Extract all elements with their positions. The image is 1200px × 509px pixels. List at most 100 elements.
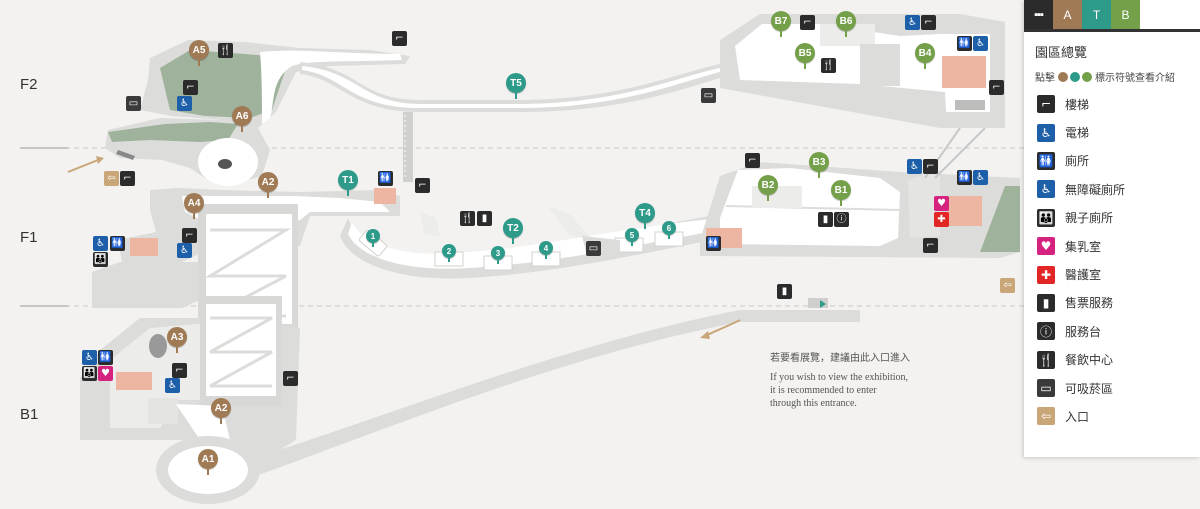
legend-label: 廁所 [1065,154,1090,169]
accessible-restroom-icon[interactable]: ♿ [82,350,97,365]
legend-item-smoking[interactable]: ▭ 可吸菸區 [1024,374,1200,402]
pin-bay-6[interactable]: 6 [662,221,676,239]
pin-t1[interactable]: T1 [338,170,358,196]
pin-a6[interactable]: A6 [232,106,252,132]
pin-b2[interactable]: B2 [758,175,778,201]
tab-t[interactable]: T [1082,0,1111,29]
accessible-restroom-icon[interactable]: ♿ [93,236,108,251]
legend-item-dining[interactable]: 🍴餐飲中心 [1024,346,1200,374]
pin-t5[interactable]: T5 [506,73,526,99]
entrance-note-zh: 若要看展覽，建議由此入口進入 [770,353,910,364]
entrance-icon[interactable]: ⇦ [104,171,119,186]
elevator-icon[interactable]: ♿ [177,96,192,111]
f2-west-building [105,40,410,186]
elevator-icon[interactable]: ♿ [907,159,922,174]
dining-icon[interactable]: 🍴 [821,58,836,73]
pin-a2[interactable]: A2 [211,398,231,424]
pin-a4[interactable]: A4 [184,193,204,219]
restroom-icon[interactable]: 🚻 [110,236,125,251]
pin-b3[interactable]: B3 [809,152,829,178]
nursing-room-icon[interactable]: ♥ [98,366,113,381]
stairs-icon[interactable]: ⌐ [172,363,187,378]
legend-item-restroom[interactable]: 🚻廁所 [1024,147,1200,175]
stairs-icon[interactable]: ⌐ [182,228,197,243]
entrance-icon[interactable]: ⇦ [1000,278,1015,293]
ticket-icon[interactable]: ▮ [477,211,492,226]
floor-label-b1: B1 [20,406,39,423]
restroom-icon[interactable]: 🚻 [378,171,393,186]
ticket-icon[interactable]: ▮ [777,284,792,299]
legend-item-elevator[interactable]: ♿電梯 [1024,118,1200,146]
pin-b4[interactable]: B4 [915,43,935,69]
legend-item-ticket[interactable]: ▮售票服務 [1024,289,1200,317]
legend-label: 可吸菸區 [1065,381,1114,396]
restroom-icon[interactable]: 🚻 [706,236,721,251]
dining-icon[interactable]: 🍴 [460,211,475,226]
pin-t4[interactable]: T4 [635,203,655,229]
stairs-icon: ⌐ [1037,95,1055,114]
stairs-icon[interactable]: ⌐ [923,159,938,174]
pin-b6[interactable]: B6 [836,11,856,37]
accessible-restroom-icon[interactable]: ♿ [973,170,988,185]
elevator-icon[interactable]: ♿ [165,378,180,393]
dining-icon[interactable]: 🍴 [218,43,233,58]
stairs-icon[interactable]: ⌐ [120,171,135,186]
pin-b1[interactable]: B1 [831,180,851,206]
pin-t2[interactable]: T2 [503,218,523,244]
legend-item-first-aid[interactable]: ✚醫護室 [1024,260,1200,288]
stairs-icon[interactable]: ⌐ [415,178,430,193]
info-icon: ⓘ [1037,322,1055,341]
tab-b[interactable]: B [1111,0,1140,29]
legend-item-family-restroom[interactable]: 👪親子廁所 [1024,204,1200,232]
zone-tabs: ▪▪▪ A T B [1024,0,1200,32]
elevator-icon: ♿ [1037,123,1055,142]
nursing-room-icon[interactable]: ♥ [934,196,949,211]
stairs-icon[interactable]: ⌐ [183,80,198,95]
pin-a5[interactable]: A5 [189,40,209,66]
legend-item-nursing-room[interactable]: ♥集乳室 [1024,232,1200,260]
pin-a3[interactable]: A3 [167,327,187,353]
stairs-icon[interactable]: ⌐ [989,80,1004,95]
pin-a1[interactable]: A1 [198,449,218,475]
stairs-icon[interactable]: ⌐ [800,15,815,30]
smoking-icon[interactable]: ▭ [701,88,716,103]
tab-overview[interactable]: ▪▪▪ [1024,0,1053,29]
smoking-icon: ▭ [1037,379,1055,398]
pin-bay-5[interactable]: 5 [625,228,639,246]
legend-label: 樓梯 [1065,97,1090,112]
family-restroom-icon[interactable]: 👪 [82,366,97,381]
family-restroom-icon[interactable]: 👪 [93,252,108,267]
elevator-icon[interactable]: ♿ [905,15,920,30]
pin-bay-4[interactable]: 4 [539,241,553,259]
first-aid-icon[interactable]: ✚ [934,212,949,227]
pin-a2[interactable]: A2 [258,172,278,198]
floor-label-f2: F2 [20,76,38,93]
pin-bay-2[interactable]: 2 [442,244,456,262]
ticket-icon[interactable]: ▮ [818,212,833,227]
stairs-icon[interactable]: ⌐ [283,371,298,386]
restroom-icon[interactable]: 🚻 [957,170,972,185]
pin-b7[interactable]: B7 [771,11,791,37]
green-area [160,50,290,118]
pin-bay-1[interactable]: 1 [366,229,380,247]
restroom-icon[interactable]: 🚻 [98,350,113,365]
nursing-room-icon: ♥ [1037,237,1055,256]
pin-b5[interactable]: B5 [795,43,815,69]
smoking-icon[interactable]: ▭ [126,96,141,111]
elevator-icon[interactable]: ♿ [177,243,192,258]
pin-bay-3[interactable]: 3 [491,246,505,264]
legend-item-accessible-restroom[interactable]: ♿無障礙廁所 [1024,175,1200,203]
info-icon[interactable]: ⓘ [834,212,849,227]
legend-item-entrance[interactable]: ⇦入口 [1024,402,1200,430]
stairs-icon[interactable]: ⌐ [923,238,938,253]
restroom-icon[interactable]: 🚻 [957,36,972,51]
tab-a[interactable]: A [1053,0,1082,29]
legend-item-stairs[interactable]: ⌐ 樓梯 [1024,90,1200,118]
stairs-icon[interactable]: ⌐ [745,153,760,168]
stairs-icon[interactable]: ⌐ [921,15,936,30]
stairs-icon[interactable]: ⌐ [392,31,407,46]
accessible-restroom-icon[interactable]: ♿ [973,36,988,51]
smoking-icon[interactable]: ▭ [586,241,601,256]
